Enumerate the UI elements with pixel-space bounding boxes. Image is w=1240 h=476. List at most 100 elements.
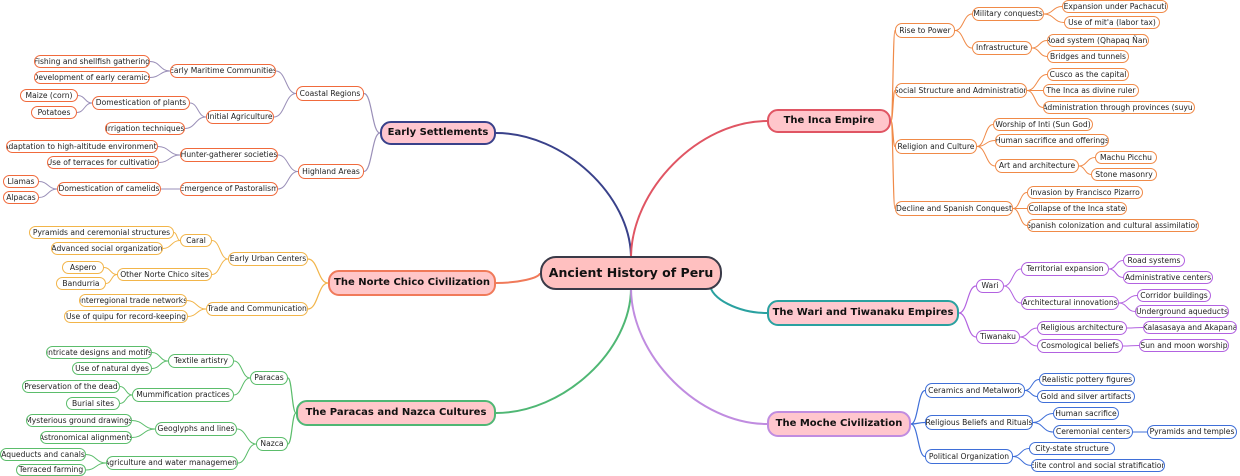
node-maize[interactable]: Maize (corn) bbox=[20, 89, 78, 102]
node-city-state-structure[interactable]: City-state structure bbox=[1029, 442, 1115, 455]
node-highland-areas[interactable]: Highland Areas bbox=[298, 164, 364, 179]
node-tiwanaku[interactable]: Tiwanaku bbox=[976, 330, 1020, 344]
node-mita-labor-tax[interactable]: Use of mit'a (labor tax) bbox=[1064, 16, 1160, 29]
node-astronomical-alignments[interactable]: Astronomical alignments bbox=[40, 431, 132, 444]
node-ceremonial-centers[interactable]: Ceremonial centers bbox=[1053, 425, 1133, 439]
connector-PN-ta bbox=[233, 360, 251, 379]
node-preservation-of-dead[interactable]: Preservation of the dead bbox=[22, 380, 120, 393]
connector-IE bbox=[630, 120, 768, 259]
node-kalasasaya-akapana[interactable]: Kalasasaya and Akapana bbox=[1143, 321, 1237, 334]
node-other-norte-chico-sites[interactable]: Other Norte Chico sites bbox=[117, 268, 212, 281]
node-burial-sites[interactable]: Burial sites bbox=[66, 397, 120, 410]
node-terraces-cultivation[interactable]: Use of terraces for cultivation bbox=[47, 156, 159, 169]
node-cosmological-beliefs[interactable]: Cosmological beliefs bbox=[1037, 339, 1123, 353]
connector-NC-quipu bbox=[187, 308, 207, 317]
node-advanced-social-organization[interactable]: Advanced social organization bbox=[51, 242, 163, 255]
node-territorial-expansion[interactable]: Territorial expansion bbox=[1021, 262, 1109, 276]
node-paracas[interactable]: Paracas bbox=[250, 371, 288, 385]
connector-NC-tc bbox=[307, 282, 329, 310]
node-divine-ruler[interactable]: The Inca as divine ruler bbox=[1043, 84, 1139, 97]
node-potatoes[interactable]: Potatoes bbox=[31, 106, 77, 119]
node-sun-moon-worship[interactable]: Sun and moon worship bbox=[1139, 339, 1229, 352]
node-textile-artistry[interactable]: Textile artistry bbox=[168, 354, 234, 368]
node-human-sacrifice[interactable]: Human sacrifice bbox=[1053, 407, 1119, 420]
node-provinces-suyu[interactable]: Administration through provinces (suyu) bbox=[1043, 101, 1195, 114]
node-early-urban-centers[interactable]: Early Urban Centers bbox=[228, 252, 308, 266]
node-realistic-pottery[interactable]: Realistic pottery figures bbox=[1039, 373, 1135, 386]
connector-PN-naz bbox=[287, 412, 297, 445]
node-high-altitude-adaptation[interactable]: Adaptation to high-altitude environments bbox=[6, 140, 158, 153]
node-worship-of-inti[interactable]: Worship of Inti (Sun God) bbox=[993, 118, 1093, 131]
node-architectural-innovations[interactable]: Architectural innovations bbox=[1021, 296, 1119, 310]
node-corridor-buildings[interactable]: Corridor buildings bbox=[1137, 289, 1211, 302]
node-military-conquests[interactable]: Military conquests bbox=[972, 7, 1044, 21]
node-quipu[interactable]: Use of quipu for record-keeping bbox=[64, 310, 188, 323]
branch-inca-empire[interactable]: The Inca Empire bbox=[767, 109, 891, 133]
node-art-and-architecture[interactable]: Art and architecture bbox=[995, 159, 1079, 173]
node-gold-silver-artifacts[interactable]: Gold and silver artifacts bbox=[1037, 390, 1135, 403]
node-spanish-colonization[interactable]: Spanish colonization and cultural assimi… bbox=[1027, 219, 1199, 232]
node-alpacas[interactable]: Alpacas bbox=[3, 191, 39, 204]
root-topic[interactable]: Ancient History of Peru bbox=[540, 256, 722, 290]
node-ground-drawings[interactable]: Mysterious ground drawings bbox=[26, 414, 132, 427]
node-wari[interactable]: Wari bbox=[976, 279, 1004, 293]
node-coastal-regions[interactable]: Coastal Regions bbox=[296, 86, 364, 101]
node-early-maritime-communities[interactable]: Early Maritime Communities bbox=[170, 64, 276, 78]
node-initial-agriculture[interactable]: Initial Agriculture bbox=[206, 110, 274, 124]
node-nazca[interactable]: Nazca bbox=[256, 437, 288, 451]
node-infrastructure[interactable]: Infrastructure bbox=[972, 41, 1032, 55]
node-pyramids-temples[interactable]: Pyramids and temples bbox=[1147, 425, 1237, 439]
node-underground-aqueducts[interactable]: Underground aqueducts bbox=[1135, 305, 1229, 318]
node-expansion-pachacuti[interactable]: Expansion under Pachacuti bbox=[1062, 0, 1168, 13]
node-fishing-shellfish[interactable]: Fishing and shellfish gathering bbox=[34, 55, 150, 68]
node-bridges-tunnels[interactable]: Bridges and tunnels bbox=[1047, 50, 1129, 63]
connector-WT-ai bbox=[1003, 285, 1022, 304]
branch-norte-chico[interactable]: The Norte Chico Civilization bbox=[328, 270, 496, 296]
node-social-structure-administration[interactable]: Social Structure and Administration bbox=[895, 83, 1027, 98]
branch-paracas-nazca[interactable]: The Paracas and Nazca Cultures bbox=[296, 400, 496, 426]
node-invasion-pizarro[interactable]: Invasion by Francisco Pizarro bbox=[1027, 186, 1143, 199]
node-stone-masonry[interactable]: Stone masonry bbox=[1091, 168, 1157, 181]
connector-PN-idm bbox=[151, 352, 169, 362]
node-agriculture-water-management[interactable]: Agriculture and water management bbox=[106, 456, 238, 470]
node-interregional-trade[interactable]: Interregional trade networks bbox=[79, 294, 187, 307]
node-road-system[interactable]: Road system (Qhapaq Ñan) bbox=[1047, 34, 1149, 47]
node-geoglyphs-and-lines[interactable]: Geoglyphs and lines bbox=[155, 422, 237, 436]
connector-MC-gsa bbox=[1024, 390, 1038, 397]
node-domestication-of-camelids[interactable]: Domestication of camelids bbox=[57, 182, 161, 196]
node-political-organization[interactable]: Political Organization bbox=[925, 449, 1013, 464]
node-early-ceramics[interactable]: Development of early ceramics bbox=[34, 71, 150, 84]
node-cusco-capital[interactable]: Cusco as the capital bbox=[1047, 68, 1129, 81]
branch-moche[interactable]: The Moche Civilization bbox=[767, 411, 911, 437]
node-natural-dyes[interactable]: Use of natural dyes bbox=[72, 362, 152, 375]
node-religious-architecture[interactable]: Religious architecture bbox=[1037, 321, 1127, 335]
node-religion-and-culture[interactable]: Religion and Culture bbox=[895, 139, 977, 154]
node-religious-beliefs-rituals[interactable]: Religious Beliefs and Rituals bbox=[925, 415, 1033, 430]
node-collapse-inca-state[interactable]: Collapse of the Inca state bbox=[1027, 202, 1127, 215]
node-emergence-of-pastoralism[interactable]: Emergence of Pastoralism bbox=[180, 182, 278, 196]
node-road-systems[interactable]: Road systems bbox=[1123, 254, 1185, 267]
branch-wari-tiwanaku[interactable]: The Wari and Tiwanaku Empires bbox=[767, 300, 959, 326]
connector-ES-ha bbox=[363, 132, 381, 173]
node-rise-to-power[interactable]: Rise to Power bbox=[895, 23, 955, 38]
node-irrigation-techniques[interactable]: Irrigation techniques bbox=[105, 122, 185, 135]
node-pyramids-ceremonial[interactable]: Pyramids and ceremonial structures bbox=[29, 226, 174, 239]
node-trade-and-communication[interactable]: Trade and Communication bbox=[206, 302, 308, 316]
node-elite-control[interactable]: Elite control and social stratification bbox=[1031, 459, 1165, 472]
node-intricate-designs[interactable]: Intricate designs and motifs bbox=[46, 346, 152, 359]
node-machu-picchu[interactable]: Machu Picchu bbox=[1095, 151, 1157, 164]
node-decline-spanish-conquest[interactable]: Decline and Spanish Conquest bbox=[895, 201, 1013, 216]
node-administrative-centers[interactable]: Administrative centers bbox=[1123, 271, 1213, 284]
node-aqueducts-canals[interactable]: Aqueducts and canals bbox=[0, 448, 86, 461]
node-llamas[interactable]: Llamas bbox=[3, 175, 39, 188]
branch-early-settlements[interactable]: Early Settlements bbox=[380, 121, 496, 145]
node-terraced-farming[interactable]: Terraced farming bbox=[16, 464, 86, 476]
node-ceramics-metalwork[interactable]: Ceramics and Metalwork bbox=[925, 383, 1025, 398]
node-hunter-gatherer-societies[interactable]: Hunter-gatherer societies bbox=[180, 148, 278, 162]
node-mummification-practices[interactable]: Mummification practices bbox=[132, 388, 234, 402]
node-domestication-of-plants[interactable]: Domestication of plants bbox=[92, 96, 190, 110]
node-human-sacrifice-offerings[interactable]: Human sacrifice and offerings bbox=[995, 134, 1109, 147]
node-aspero[interactable]: Aspero bbox=[62, 261, 104, 274]
node-bandurria[interactable]: Bandurria bbox=[56, 277, 106, 290]
node-caral[interactable]: Caral bbox=[180, 234, 212, 247]
